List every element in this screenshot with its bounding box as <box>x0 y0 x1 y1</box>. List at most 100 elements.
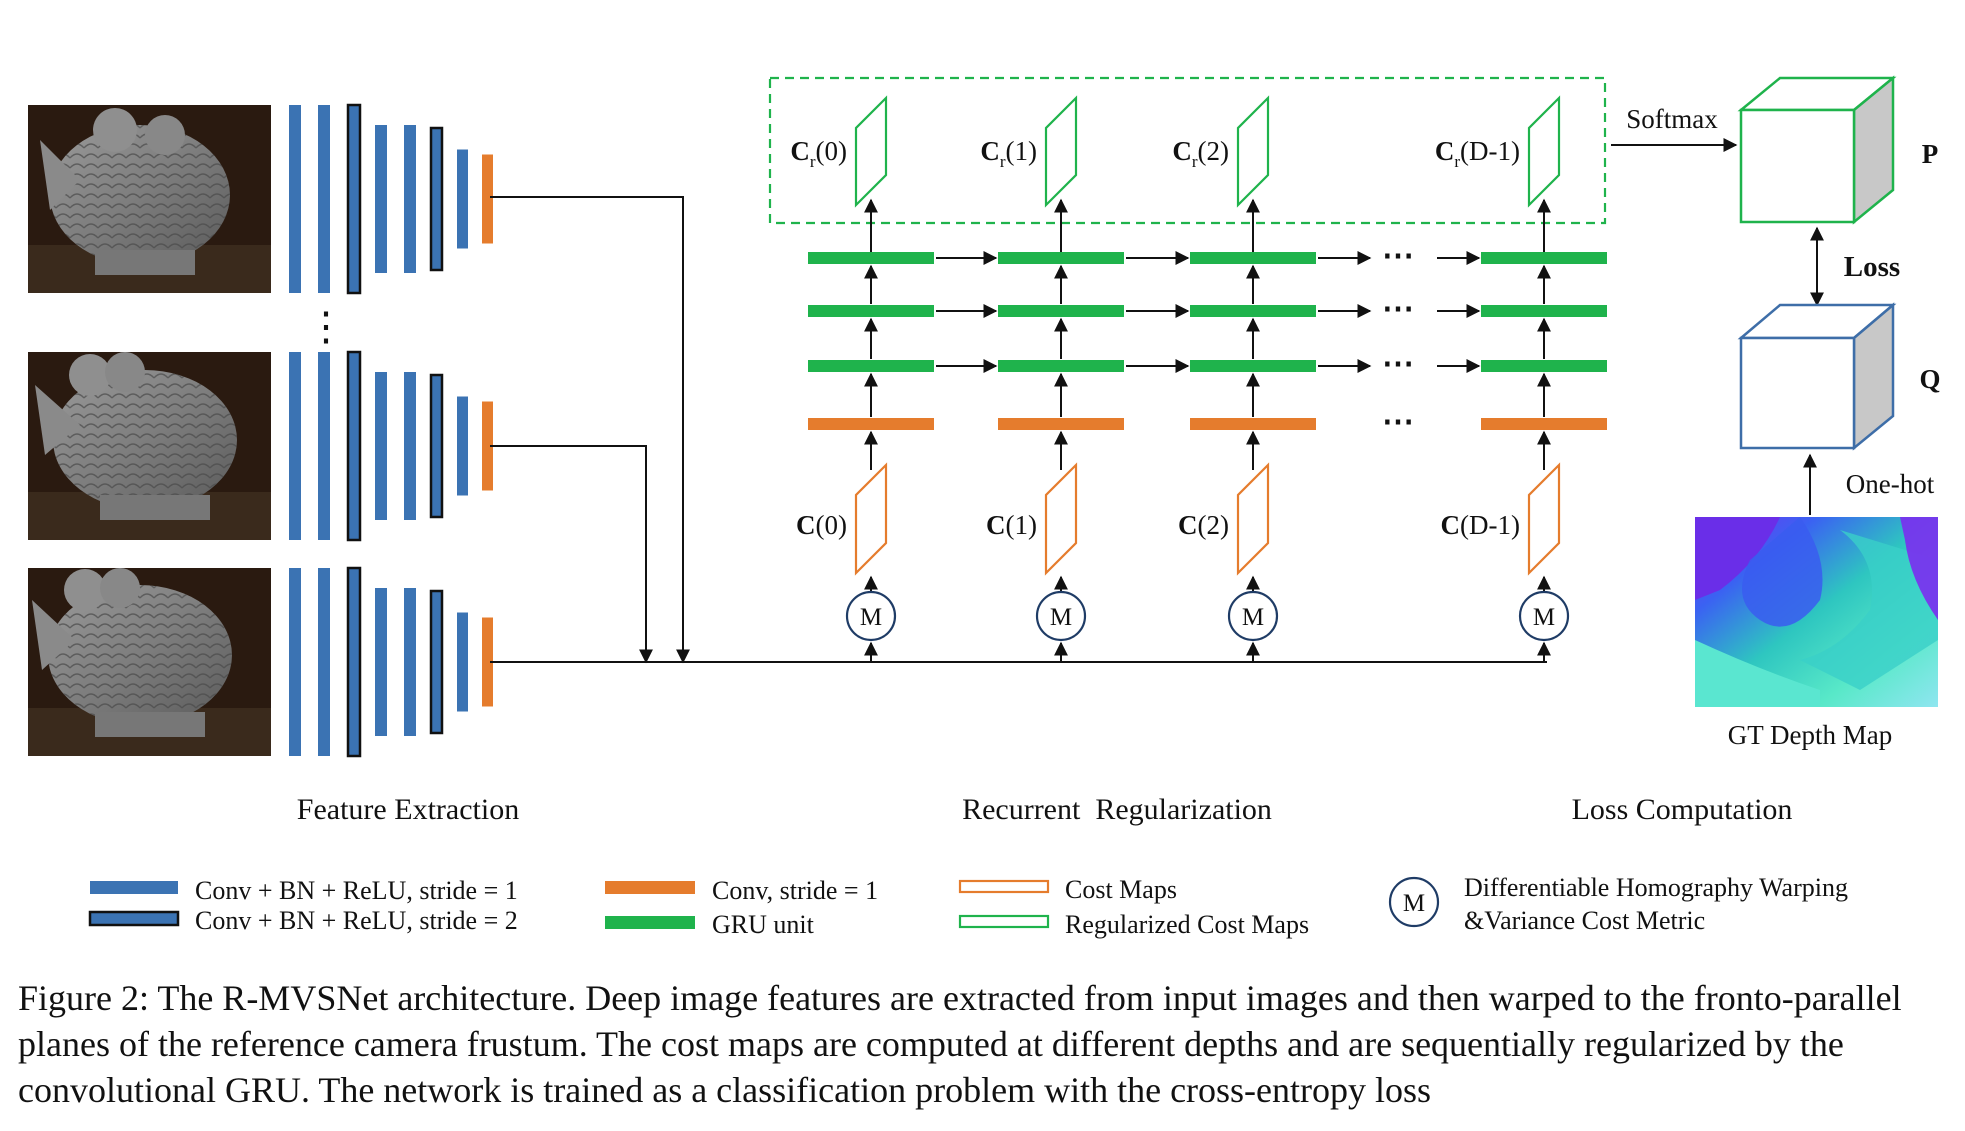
regularized-cost-map <box>1044 95 1078 208</box>
feature-conv-orange <box>482 401 493 491</box>
recurrent-column-0: Cr(0) C(0) M <box>790 95 934 662</box>
conv-layer-orange <box>808 418 934 430</box>
warp-node <box>1518 590 1570 642</box>
regularized-cost-map <box>854 95 888 208</box>
gru-unit <box>1190 252 1316 264</box>
recurrent-column-1: Cr(1) C(1) M <box>980 95 1124 662</box>
conv-layer-stride2 <box>346 566 362 758</box>
legend-warp-line2: &Variance Cost Metric <box>1464 906 1705 935</box>
warp-node <box>1035 590 1087 642</box>
warp-letter: M <box>1242 604 1264 631</box>
legend-swatch-regularized <box>958 914 1050 929</box>
cost-map <box>1044 462 1078 576</box>
conv-layer-stride1 <box>457 396 468 496</box>
regularized-cost-map <box>1527 95 1561 208</box>
conv-layer-stride1 <box>457 612 468 712</box>
softmax-connection: Softmax <box>1611 104 1738 152</box>
legend: Conv + BN + ReLU, stride = 1 Conv + BN +… <box>88 873 1848 939</box>
conv-layer-stride1 <box>457 149 468 249</box>
feature-extractor-3 <box>289 566 493 758</box>
legend-warp-symbol <box>1388 876 1440 928</box>
legend-warp-line1: Differentiable Homography Warping <box>1464 873 1848 902</box>
conv-layer-stride2 <box>346 350 362 542</box>
conv-layer-stride1 <box>375 125 387 273</box>
legend-swatch-conv-orange <box>605 881 695 894</box>
ground-truth-volume-cube <box>1737 302 1897 451</box>
regularized-maps-box <box>768 76 1607 225</box>
legend-regularized-cost-maps: Regularized Cost Maps <box>1065 910 1309 939</box>
cost-map-label: C(D-1) <box>1441 510 1520 540</box>
gru-unit <box>1190 305 1316 317</box>
gru-unit <box>1481 305 1607 317</box>
conv-layer-stride1 <box>375 372 387 520</box>
regularized-map-label: Cr(1) <box>980 136 1037 171</box>
probability-volume-cube <box>1737 75 1897 225</box>
gt-depth-map-label: GT Depth Map <box>1728 720 1892 750</box>
conv-layer-stride1 <box>318 352 330 540</box>
cost-map <box>1527 462 1561 576</box>
conv-layer-stride1 <box>289 352 301 540</box>
gru-unit <box>1190 360 1316 372</box>
recurrent-column-3: Cr(D-1)C(D-1)M <box>1435 95 1607 662</box>
conv-layer-stride2 <box>346 103 362 295</box>
regularized-map-label: Cr(0) <box>790 136 847 171</box>
warp-node <box>1227 590 1279 642</box>
conv-layer-orange <box>1190 418 1316 430</box>
cost-map-label: C(0) <box>796 510 847 540</box>
recurrent-columns: Cr(0)C(0)MCr(1)C(1)MCr(2)C(2)MCr(D-1)C(D… <box>790 95 1607 662</box>
conv-layer-stride1 <box>318 568 330 756</box>
cost-map-label: C(2) <box>1178 510 1229 540</box>
conv-layer-stride1 <box>404 372 416 520</box>
warp-letter: M <box>1050 604 1072 631</box>
conv-layer-stride1 <box>404 588 416 736</box>
gru-unit <box>998 305 1124 317</box>
legend-swatch-conv-stride1 <box>90 881 178 894</box>
gt-depth-map-image <box>1695 517 1938 707</box>
legend-conv-orange: Conv, stride = 1 <box>712 876 878 905</box>
regularized-cost-map <box>1236 95 1270 208</box>
regularized-map-label: Cr(D-1) <box>1435 136 1520 171</box>
feature-connections <box>490 196 1547 664</box>
column-ellipses: ⋯⋯⋯⋯ <box>1382 237 1414 439</box>
recurrent-regularization-label: Recurrent Regularization <box>962 793 1272 826</box>
gru-unit <box>808 360 934 372</box>
input-image-3 <box>28 568 271 756</box>
feature-extractors <box>289 103 493 758</box>
gru-unit <box>1481 252 1607 264</box>
vertical-ellipsis: ⋮ <box>306 304 346 349</box>
gru-unit <box>808 305 934 317</box>
ellipsis: ⋯ <box>1382 403 1414 439</box>
cost-map <box>1236 462 1270 576</box>
feature-extractor-1 <box>289 103 493 295</box>
feature-conv-orange <box>482 617 493 707</box>
feature-extractor-2 <box>289 350 493 542</box>
legend-warp-letter: M <box>1403 890 1425 917</box>
feature-conv-orange <box>482 154 493 244</box>
gru-unit <box>1481 360 1607 372</box>
input-image-2 <box>28 352 271 540</box>
legend-swatch-conv-stride2 <box>88 910 180 927</box>
conv-layer-orange <box>1481 418 1607 430</box>
warp-node <box>845 590 897 642</box>
gru-unit <box>998 360 1124 372</box>
conv-layer-stride1 <box>404 125 416 273</box>
feature-extraction-label: Feature Extraction <box>297 793 519 826</box>
gru-unit <box>998 252 1124 264</box>
conv-layer-stride1 <box>289 105 301 293</box>
legend-conv-stride1: Conv + BN + ReLU, stride = 1 <box>195 876 518 905</box>
legend-swatch-gru <box>605 916 695 929</box>
gru-unit <box>808 252 934 264</box>
legend-conv-stride2: Conv + BN + ReLU, stride = 2 <box>195 906 518 935</box>
conv-layer-stride1 <box>318 105 330 293</box>
cost-map-label: C(1) <box>986 510 1037 540</box>
softmax-label: Softmax <box>1626 104 1718 134</box>
ellipsis: ⋯ <box>1382 290 1414 326</box>
input-image-1 <box>28 105 271 293</box>
ellipsis: ⋯ <box>1382 345 1414 381</box>
conv-layer-stride2 <box>429 126 444 272</box>
warp-letter: M <box>860 604 882 631</box>
conv-layer-stride2 <box>429 589 444 735</box>
conv-layer-orange <box>998 418 1124 430</box>
one-hot-label: One-hot <box>1846 469 1935 499</box>
